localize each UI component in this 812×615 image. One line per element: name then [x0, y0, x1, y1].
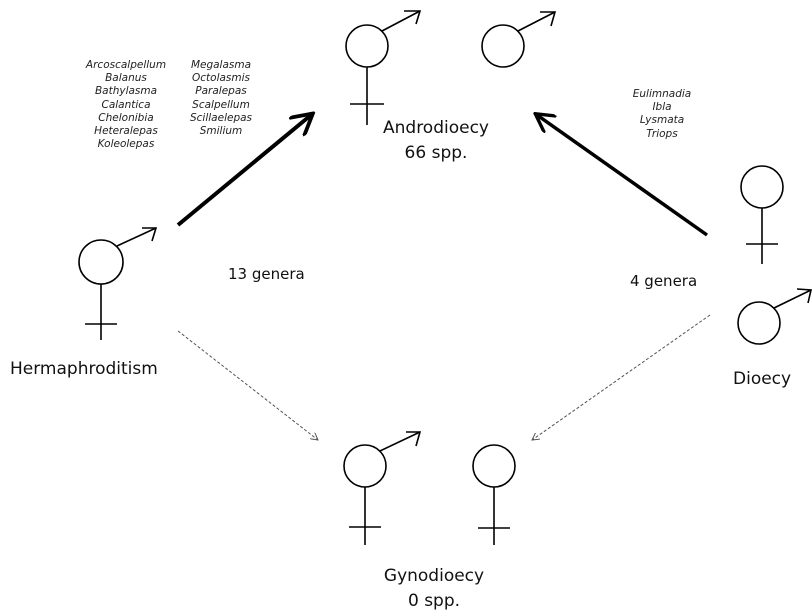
genera-count-right: 4 genera	[630, 272, 698, 290]
dioecy-label: Dioecy	[733, 369, 792, 389]
arrow-dioecy-to-androdioecy	[537, 115, 709, 237]
male-symbol-androdioecy	[481, 11, 557, 68]
genus-name: Bathylasma	[94, 85, 158, 98]
genus-name: Megalasma	[190, 59, 252, 71]
genus-name: Chelonibia	[98, 111, 154, 124]
hermaphroditism-label: Hermaphroditism	[10, 359, 158, 379]
androdioecy-label: Androdioecy	[383, 118, 489, 138]
hermaphrodite-symbol-hermaphroditism	[78, 227, 158, 340]
androdioecy-species-count: 66 spp.	[404, 143, 468, 163]
male-symbol-dioecy	[737, 288, 812, 345]
genus-name: Arcoscalpellum	[85, 59, 167, 71]
genus-name: Eulimnadia	[632, 88, 692, 100]
genus-list-left-col2: Megalasma Octolasmis Paralepas Scalpellu…	[190, 59, 252, 138]
genera-count-left: 13 genera	[228, 265, 305, 283]
genus-name: Koleolepas	[97, 138, 155, 151]
genus-name: Lysmata	[639, 114, 685, 127]
arrow-hermaphroditism-to-androdioecy	[176, 115, 311, 227]
hermaphrodite-symbol-androdioecy	[345, 10, 422, 125]
genus-name: Ibla	[652, 101, 672, 114]
gynodioecy-label: Gynodioecy	[383, 566, 485, 586]
hermaphrodite-symbol-gynodioecy	[343, 431, 422, 545]
genus-name: Scalpellum	[192, 98, 250, 111]
genus-name: Scillaelepas	[189, 111, 253, 124]
arrow-hermaphroditism-to-gynodioecy	[177, 330, 318, 440]
arrow-dioecy-to-gynodioecy	[532, 314, 711, 440]
genus-name: Paralepas	[195, 85, 247, 98]
genus-list-left-col1: Arcoscalpellum Balanus Bathylasma Calant…	[86, 59, 166, 151]
genus-name: Heteralepas	[94, 125, 158, 138]
gynodioecy-species-count: 0 spp.	[407, 591, 461, 611]
genus-list-right: Eulimnadia Ibla Lysmata Triops	[633, 88, 691, 141]
female-symbol-gynodioecy	[472, 444, 516, 545]
genus-name: Calantica	[101, 98, 151, 111]
genus-name: Octolasmis	[191, 72, 251, 85]
genus-name: Triops	[646, 127, 678, 140]
female-symbol-dioecy	[740, 165, 784, 264]
genus-name: Smilium	[199, 125, 243, 138]
genus-name: Balanus	[105, 72, 147, 85]
